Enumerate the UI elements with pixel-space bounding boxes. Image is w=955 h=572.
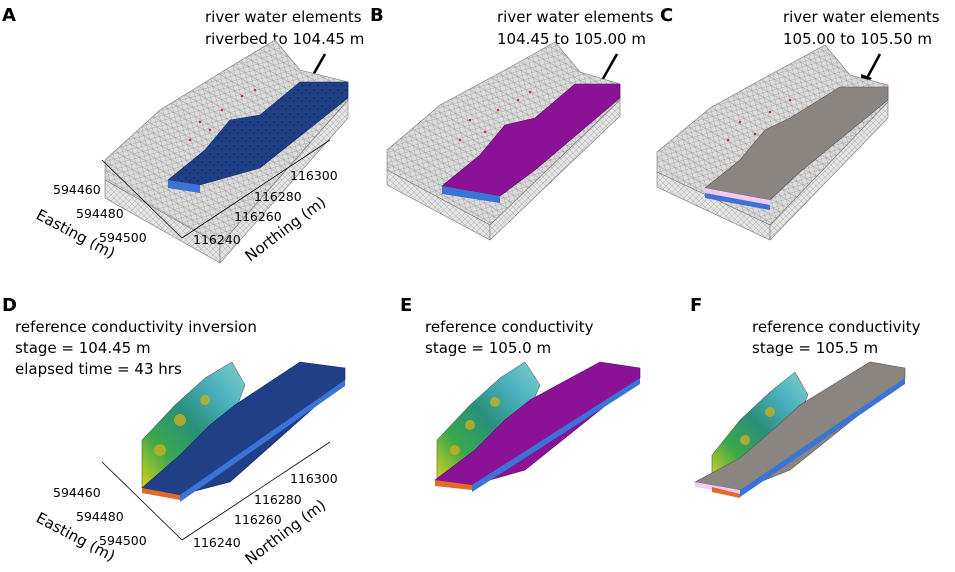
easting-axis-d: [101, 461, 183, 541]
caption-c-line1: river water elements: [783, 8, 940, 26]
caption-f-line1: reference conductivity: [752, 318, 921, 336]
caption-b-line1: river water elements: [497, 8, 654, 26]
northing-tick-a-1: 116240: [193, 232, 241, 247]
river-edge-pink-f: [695, 482, 740, 494]
caption-d-line2: stage = 104.45 m: [15, 339, 151, 357]
caption-d-line3: elapsed time = 43 hrs: [15, 360, 182, 378]
conductivity-blobs-f: [740, 407, 775, 445]
easting-tick-a-3: 594500: [99, 230, 147, 245]
panel-label-d: D: [2, 295, 17, 316]
river-surface-e: [434, 361, 641, 486]
mesh-front-b: [489, 99, 621, 241]
caption-d-line1: reference conductivity inversion: [15, 318, 257, 336]
conductivity-blobs-d: [154, 395, 210, 456]
caption-c-line2: 105.00 to 105.50 m: [783, 30, 932, 48]
easting-tick-d-1: 594460: [53, 485, 101, 500]
northing-tick-a-2: 116260: [234, 209, 282, 224]
river-surface-d: [141, 361, 346, 496]
panel-label-e: E: [400, 295, 412, 316]
panel-label-a: A: [2, 5, 16, 26]
river-edge-b: [442, 186, 500, 203]
river-surface-c: [704, 86, 889, 201]
easting-tick-d-2: 594480: [76, 509, 124, 524]
northing-tick-d-2: 116260: [234, 512, 282, 527]
northing-axis-a: [181, 139, 331, 239]
panel-b: B river water elements 104.45 to 105.00 …: [370, 5, 654, 241]
caption-f-line2: stage = 105.5 m: [752, 339, 878, 357]
panel-a: A river water elements riverbed to 104.4…: [2, 5, 364, 265]
panel-e: E reference conductivity stage = 105.0 m: [400, 295, 641, 492]
river-edge-pink-c: [705, 188, 770, 205]
northing-tick-a-4: 116300: [290, 168, 338, 183]
river-edge-orange-f: [712, 487, 740, 498]
northing-tick-d-3: 116280: [254, 492, 302, 507]
river-edge-orange-d: [142, 488, 180, 500]
mesh-front-c: [769, 101, 889, 241]
mesh-markers-a: [188, 88, 257, 142]
river-surface-b: [441, 83, 621, 197]
river-edge-blue-d: [180, 380, 345, 502]
mesh-markers-c: [726, 98, 792, 142]
mesh-front-a: [219, 99, 349, 264]
panel-d: D reference conductivity inversion stage…: [2, 295, 346, 568]
easting-axis-a: [101, 159, 183, 239]
river-edge-blue-f: [740, 378, 905, 497]
caption-e-line2: stage = 105.0 m: [425, 339, 551, 357]
panel-label-f: F: [690, 295, 702, 316]
easting-tick-a-1: 594460: [53, 182, 101, 197]
river-edge-blue-c: [705, 193, 770, 210]
caption-a-line1: river water elements: [205, 8, 362, 26]
river-edge-blue-e: [472, 378, 640, 492]
panel-label-c: C: [660, 5, 673, 26]
river-edge-orange-e: [435, 480, 472, 490]
easting-tick-a-2: 594480: [76, 206, 124, 221]
arrow-c: [864, 53, 882, 81]
conductivity-blobs-e: [450, 397, 500, 455]
caption-b-line2: 104.45 to 105.00 m: [497, 30, 646, 48]
river-surface-a: [167, 81, 349, 186]
easting-tick-d-3: 594500: [99, 533, 147, 548]
caption-e-line1: reference conductivity: [425, 318, 594, 336]
northing-tick-d-1: 116240: [193, 535, 241, 550]
river-surface-f: [694, 361, 906, 491]
river-edge-a: [168, 180, 200, 193]
northing-axis-d: [181, 441, 331, 541]
panel-f: F reference conductivity stage = 105.5 m: [690, 295, 921, 498]
caption-a-line2: riverbed to 104.45 m: [205, 30, 364, 48]
panel-c: C river water elements 105.00 to 105.50 …: [656, 5, 940, 241]
northing-tick-a-3: 116280: [254, 189, 302, 204]
panel-label-b: B: [370, 5, 384, 26]
northing-tick-d-4: 116300: [290, 471, 338, 486]
mesh-markers-b: [458, 90, 532, 142]
